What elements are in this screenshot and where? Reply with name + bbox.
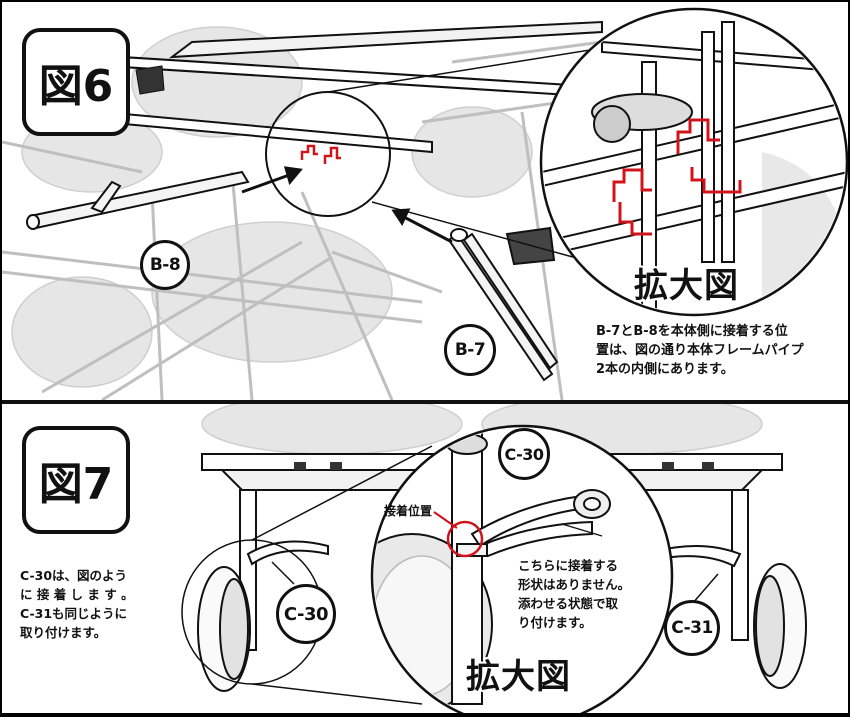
panel-divider [2,400,848,404]
part-callout-b7: B-7 [444,324,496,376]
zoom-note: こちらに接着する 形状はありません。 添わせる状態で取 り付けます。 [518,558,631,630]
part-callout-c30-zoom: C-30 [498,428,550,480]
assembly-note: C-30は、図のよう に 接 着 し ま す 。 C-31も同じように 取り付け… [20,568,134,640]
figure-7-panel: 図7 C-30は、図のよう に 接 着 し ま す 。 C-31も同じように 取… [2,404,848,713]
part-callout-b8: B-8 [140,240,190,290]
figure-6-badge: 図6 [22,28,130,136]
part-callout-c31: C-31 [664,600,720,656]
figure-7-badge: 図7 [22,426,130,534]
assembly-note: B-7とB-8を本体側に接着する位 置は、図の通り本体フレームパイプ 2本の内側… [596,324,804,377]
zoom-view-label: 拡大図 [466,657,571,697]
figure-7-illustration [181,404,807,713]
figure-6-panel: 図6 B-8 B-7 拡大図 B-7とB-8を本体側に接着する位 置は、図の通り… [2,2,848,400]
figure-6-illustration [2,7,848,400]
zoom-view-label: 拡大図 [634,266,739,306]
glue-point-label: 接着位置 [384,504,433,518]
part-callout-c30: C-30 [276,584,336,644]
